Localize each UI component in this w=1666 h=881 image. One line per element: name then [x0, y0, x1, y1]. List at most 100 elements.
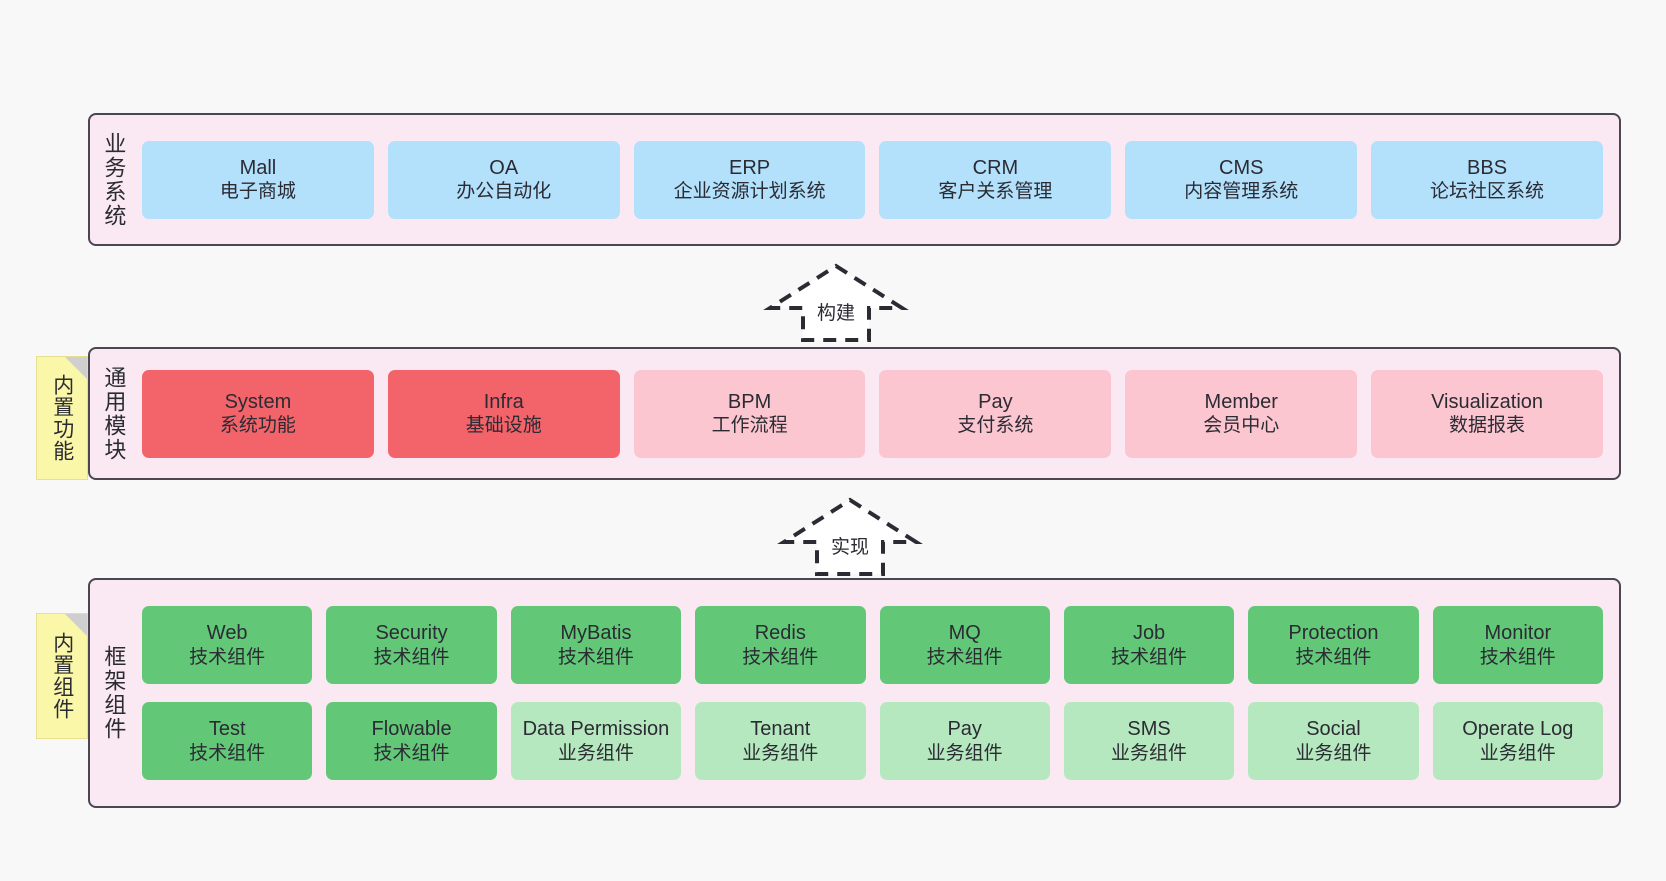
connector-implement: 实现 — [776, 496, 924, 578]
card-system[interactable]: System 系统功能 — [142, 369, 374, 458]
card-title-en: SMS — [1127, 718, 1171, 741]
layer-body-business-system: Mall 电子商城 OA 办公自动化 ERP 企业资源计划系统 CRM 客户关系… — [136, 115, 1619, 244]
card-title-cn: 工作流程 — [711, 415, 788, 437]
card-bbs[interactable]: BBS 论坛社区系统 — [1371, 140, 1603, 219]
card-title-cn: 技术组件 — [373, 742, 450, 764]
card-title-en: Data Permission — [522, 718, 670, 741]
card-title-cn: 技术组件 — [189, 646, 266, 668]
card-data-permission[interactable]: Data Permission 业务组件 — [510, 702, 682, 780]
layer-title-framework-component: 框架组件 — [101, 645, 127, 741]
card-member[interactable]: Member 会员中心 — [1125, 369, 1358, 458]
card-social[interactable]: Social 业务组件 — [1248, 702, 1419, 780]
card-title-en: OA — [489, 156, 519, 179]
card-title-en: MQ — [948, 622, 981, 645]
card-pay-biz[interactable]: Pay 业务组件 — [879, 702, 1050, 780]
connector-build: 构建 — [762, 262, 910, 344]
layer-framework-component[interactable]: 框架组件 Web 技术组件 Security 技术组件 MyBatis 技术组件… — [88, 578, 1621, 808]
card-title-cn: 技术组件 — [373, 646, 450, 668]
card-operate-log[interactable]: Operate Log 业务组件 — [1432, 702, 1603, 780]
card-title-cn: 技术组件 — [742, 646, 819, 668]
card-monitor[interactable]: Monitor 技术组件 — [1432, 606, 1603, 684]
card-mall[interactable]: Mall 电子商城 — [142, 140, 374, 219]
card-cms[interactable]: CMS 内容管理系统 — [1125, 140, 1358, 219]
card-title-en: Tenant — [750, 718, 811, 741]
card-mybatis[interactable]: MyBatis 技术组件 — [510, 606, 682, 684]
card-pay[interactable]: Pay 支付系统 — [879, 369, 1112, 458]
card-title-cn: 业务组件 — [557, 742, 634, 764]
card-title-cn: 支付系统 — [957, 415, 1034, 437]
card-title-en: Visualization — [1431, 390, 1544, 413]
card-title-en: Pay — [978, 390, 1013, 413]
card-title-cn: 内容管理系统 — [1184, 181, 1299, 203]
layer-title-common-module: 通用模块 — [101, 365, 127, 462]
card-tenant[interactable]: Tenant 业务组件 — [695, 702, 866, 780]
card-title-en: Flowable — [371, 718, 452, 741]
note-builtin-component: 内置组件 — [36, 613, 88, 739]
card-title-cn: 技术组件 — [926, 646, 1003, 668]
card-security[interactable]: Security 技术组件 — [326, 606, 497, 684]
card-crm[interactable]: CRM 客户关系管理 — [879, 140, 1112, 219]
card-title-en: CMS — [1219, 156, 1264, 179]
card-protection[interactable]: Protection 技术组件 — [1248, 606, 1419, 684]
card-title-cn: 技术组件 — [1479, 646, 1556, 668]
framework-row-2: Test 技术组件 Flowable 技术组件 Data Permission … — [142, 702, 1603, 780]
card-title-cn: 技术组件 — [557, 646, 634, 668]
card-web[interactable]: Web 技术组件 — [142, 606, 313, 684]
card-title-en: ERP — [729, 156, 771, 179]
card-title-cn: 业务组件 — [926, 742, 1003, 764]
card-title-cn: 业务组件 — [1479, 742, 1556, 764]
card-title-cn: 论坛社区系统 — [1430, 181, 1545, 203]
card-test[interactable]: Test 技术组件 — [142, 702, 313, 780]
card-visualization[interactable]: Visualization 数据报表 — [1371, 369, 1603, 458]
card-title-en: Member — [1204, 390, 1278, 413]
note-fold-corner-icon — [65, 357, 87, 379]
card-title-en: Operate Log — [1462, 718, 1574, 741]
layer-title-business-system: 业务系统 — [101, 131, 127, 228]
card-title-en: Redis — [754, 622, 806, 645]
card-title-cn: 电子商城 — [219, 181, 296, 203]
card-title-en: Social — [1306, 718, 1361, 741]
card-title-en: CRM — [972, 156, 1019, 179]
card-title-cn: 技术组件 — [1111, 646, 1188, 668]
card-title-en: System — [224, 390, 292, 413]
card-title-en: Mall — [239, 156, 277, 179]
card-title-en: BPM — [727, 390, 772, 413]
card-title-en: Web — [206, 622, 248, 645]
card-title-en: Test — [208, 718, 246, 741]
card-sms[interactable]: SMS 业务组件 — [1063, 702, 1235, 780]
card-bpm[interactable]: BPM 工作流程 — [633, 369, 866, 458]
card-title-cn: 技术组件 — [1295, 646, 1372, 668]
card-redis[interactable]: Redis 技术组件 — [695, 606, 866, 684]
layer-business-system[interactable]: 业务系统 Mall 电子商城 OA 办公自动化 ERP 企业资源计划系统 CRM… — [88, 113, 1621, 246]
card-title-en: Protection — [1288, 622, 1379, 645]
card-flowable[interactable]: Flowable 技术组件 — [326, 702, 497, 780]
layer-body-common-module: System 系统功能 Infra 基础设施 BPM 工作流程 Pay 支付系统… — [136, 349, 1619, 478]
note-builtin-function: 内置功能 — [36, 356, 88, 480]
card-title-cn: 业务组件 — [1295, 742, 1372, 764]
card-erp[interactable]: ERP 企业资源计划系统 — [633, 140, 866, 219]
card-title-cn: 业务组件 — [1111, 742, 1188, 764]
card-mq[interactable]: MQ 技术组件 — [879, 606, 1050, 684]
layer-common-module[interactable]: 通用模块 System 系统功能 Infra 基础设施 BPM 工作流程 Pay… — [88, 347, 1621, 480]
card-job[interactable]: Job 技术组件 — [1063, 606, 1235, 684]
card-title-cn: 数据报表 — [1449, 415, 1526, 437]
card-title-en: Monitor — [1484, 622, 1552, 645]
card-title-cn: 企业资源计划系统 — [673, 181, 826, 203]
card-title-en: Security — [375, 622, 448, 645]
layer-body-framework-component: Web 技术组件 Security 技术组件 MyBatis 技术组件 Redi… — [136, 580, 1619, 806]
card-title-cn: 会员中心 — [1203, 415, 1280, 437]
card-title-en: Infra — [483, 390, 524, 413]
card-title-cn: 基础设施 — [465, 415, 542, 437]
card-infra[interactable]: Infra 基础设施 — [387, 369, 620, 458]
note-label: 内置组件 — [50, 632, 74, 720]
card-title-cn: 客户关系管理 — [938, 181, 1053, 203]
card-title-cn: 系统功能 — [219, 415, 296, 437]
card-title-cn: 办公自动化 — [456, 181, 552, 203]
note-label: 内置功能 — [50, 374, 74, 462]
card-oa[interactable]: OA 办公自动化 — [387, 140, 620, 219]
card-title-en: Pay — [947, 718, 982, 741]
card-title-en: BBS — [1467, 156, 1508, 179]
card-title-en: Job — [1132, 622, 1166, 645]
note-fold-corner-icon — [65, 614, 87, 636]
